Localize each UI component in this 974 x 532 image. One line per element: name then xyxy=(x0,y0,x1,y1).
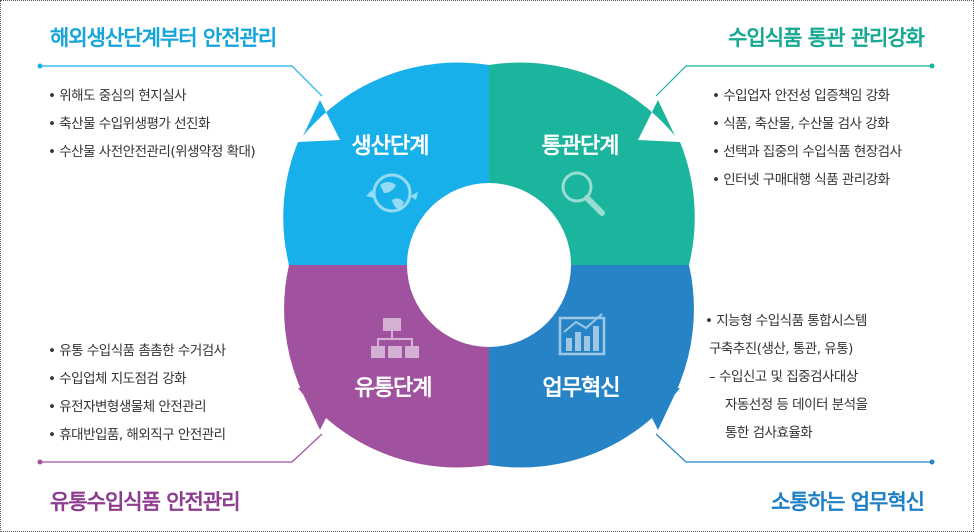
list-item: • 축산물 수입위생평가 선진화 xyxy=(48,116,210,132)
title-bottom-right: 소통하는 업무혁신 xyxy=(771,490,925,514)
leader-line-bottom-left xyxy=(40,433,323,463)
title-top-left: 해외생산단계부터 안전관리 xyxy=(50,26,277,50)
list-item: • 선택과 집중의 수입식품 현장검사 xyxy=(712,144,902,160)
list-item: 통한 검사효율화 xyxy=(725,425,813,441)
list-item: 구축추진(생산, 통관, 유통) xyxy=(709,341,853,357)
list-item: • 지능형 수입식품 통합시스템 xyxy=(705,313,867,329)
list-production: • 위해도 중심의 현지실사 • 축산물 수입위생평가 선진화 • 수산물 사전… xyxy=(48,82,256,166)
magnifier-icon xyxy=(561,171,605,216)
list-item: – 수입신고 및 집중검사대상 xyxy=(709,369,858,385)
quadrant-label-customs: 통관단계 xyxy=(542,134,619,159)
list-item: • 위해도 중심의 현지실사 xyxy=(48,88,187,104)
list-item: • 인터넷 구매대행 식품 관리강화 xyxy=(712,172,890,188)
globe-arrows-icon xyxy=(366,173,418,213)
list-innovation: • 지능형 수입식품 통합시스템 구축추진(생산, 통관, 유통) – 수입신고… xyxy=(705,307,868,447)
quadrant-label-innovation: 업무혁신 xyxy=(543,375,620,401)
list-item: • 수입업체 지도점검 강화 xyxy=(48,371,187,387)
list-item: 자동선정 등 데이터 분석을 xyxy=(725,397,868,413)
org-chart-icon xyxy=(371,318,419,358)
list-distribution: • 유통 수입식품 촘촘한 수거검사 • 수입업체 지도점검 강화 • 유전자변… xyxy=(48,337,226,449)
leader-line-top-left xyxy=(40,65,323,97)
list-customs: • 수입업자 안전성 입증책임 강화 • 식품, 축산물, 수산물 검사 강화 … xyxy=(712,82,902,194)
list-item: • 수입업자 안전성 입증책임 강화 xyxy=(712,88,890,104)
title-bottom-left: 유통수입식품 안전관리 xyxy=(50,490,241,514)
quadrant-label-distribution: 유통단계 xyxy=(355,376,432,401)
list-item: • 수산물 사전안전관리(위생약정 확대) xyxy=(48,144,256,160)
center-hole xyxy=(407,183,571,347)
growth-chart-icon xyxy=(558,313,606,356)
quadrant-label-production: 생산단계 xyxy=(352,134,429,159)
list-item: • 식품, 축산물, 수산물 검사 강화 xyxy=(712,116,890,132)
title-top-right: 수입식품 통관 관리강화 xyxy=(728,26,925,50)
leader-line-bottom-right xyxy=(655,433,932,463)
leader-line-top-right xyxy=(655,65,932,97)
list-item: • 유전자변형생물체 안전관리 xyxy=(48,399,207,415)
list-item: • 휴대반입품, 해외직구 안전관리 xyxy=(48,427,226,443)
list-item: • 유통 수입식품 촘촘한 수거검사 xyxy=(48,343,226,359)
